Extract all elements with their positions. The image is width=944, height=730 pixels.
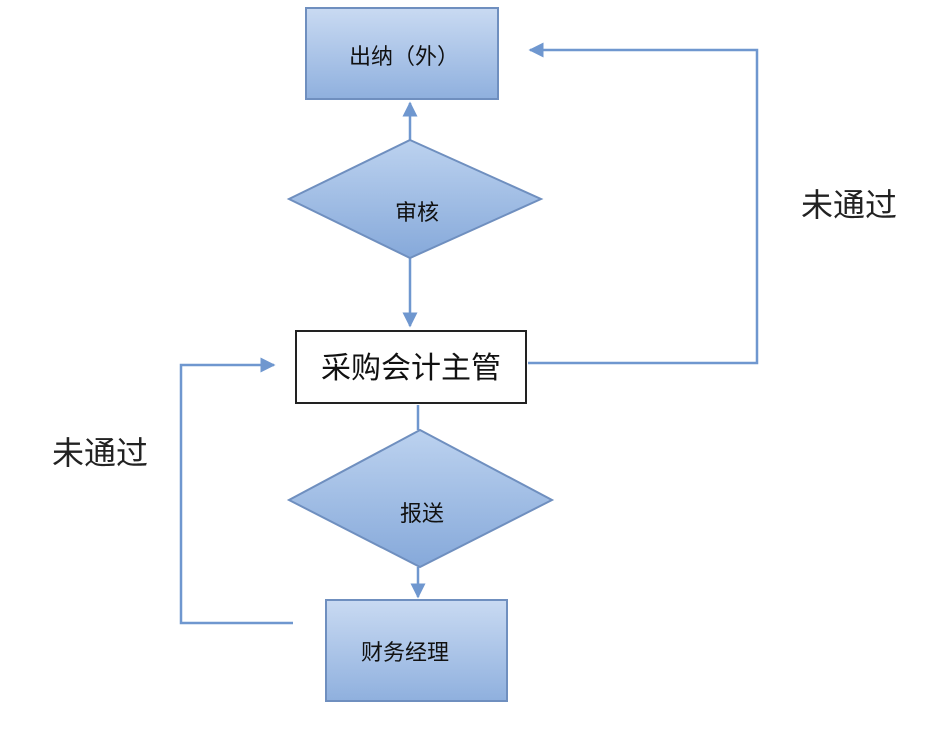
edge-finance-manager-to-supervisor-rejected xyxy=(179,357,293,625)
edge-label-right-rejected: 未通过 xyxy=(801,186,897,224)
node-review-label: 审核 xyxy=(395,201,439,226)
node-review xyxy=(286,138,544,260)
node-submit xyxy=(286,428,555,569)
node-finance-manager-label: 财务经理 xyxy=(361,641,449,666)
edge-supervisor-to-cashier-rejected xyxy=(528,42,759,365)
node-cashier xyxy=(305,7,499,100)
node-supervisor xyxy=(295,330,527,404)
node-finance-manager xyxy=(325,599,508,702)
node-cashier-label: 出纳（外） xyxy=(349,45,459,70)
node-supervisor-label: 采购会计主管 xyxy=(321,351,501,386)
edge-label-left-rejected: 未通过 xyxy=(52,434,148,472)
node-submit-label: 报送 xyxy=(400,502,444,527)
